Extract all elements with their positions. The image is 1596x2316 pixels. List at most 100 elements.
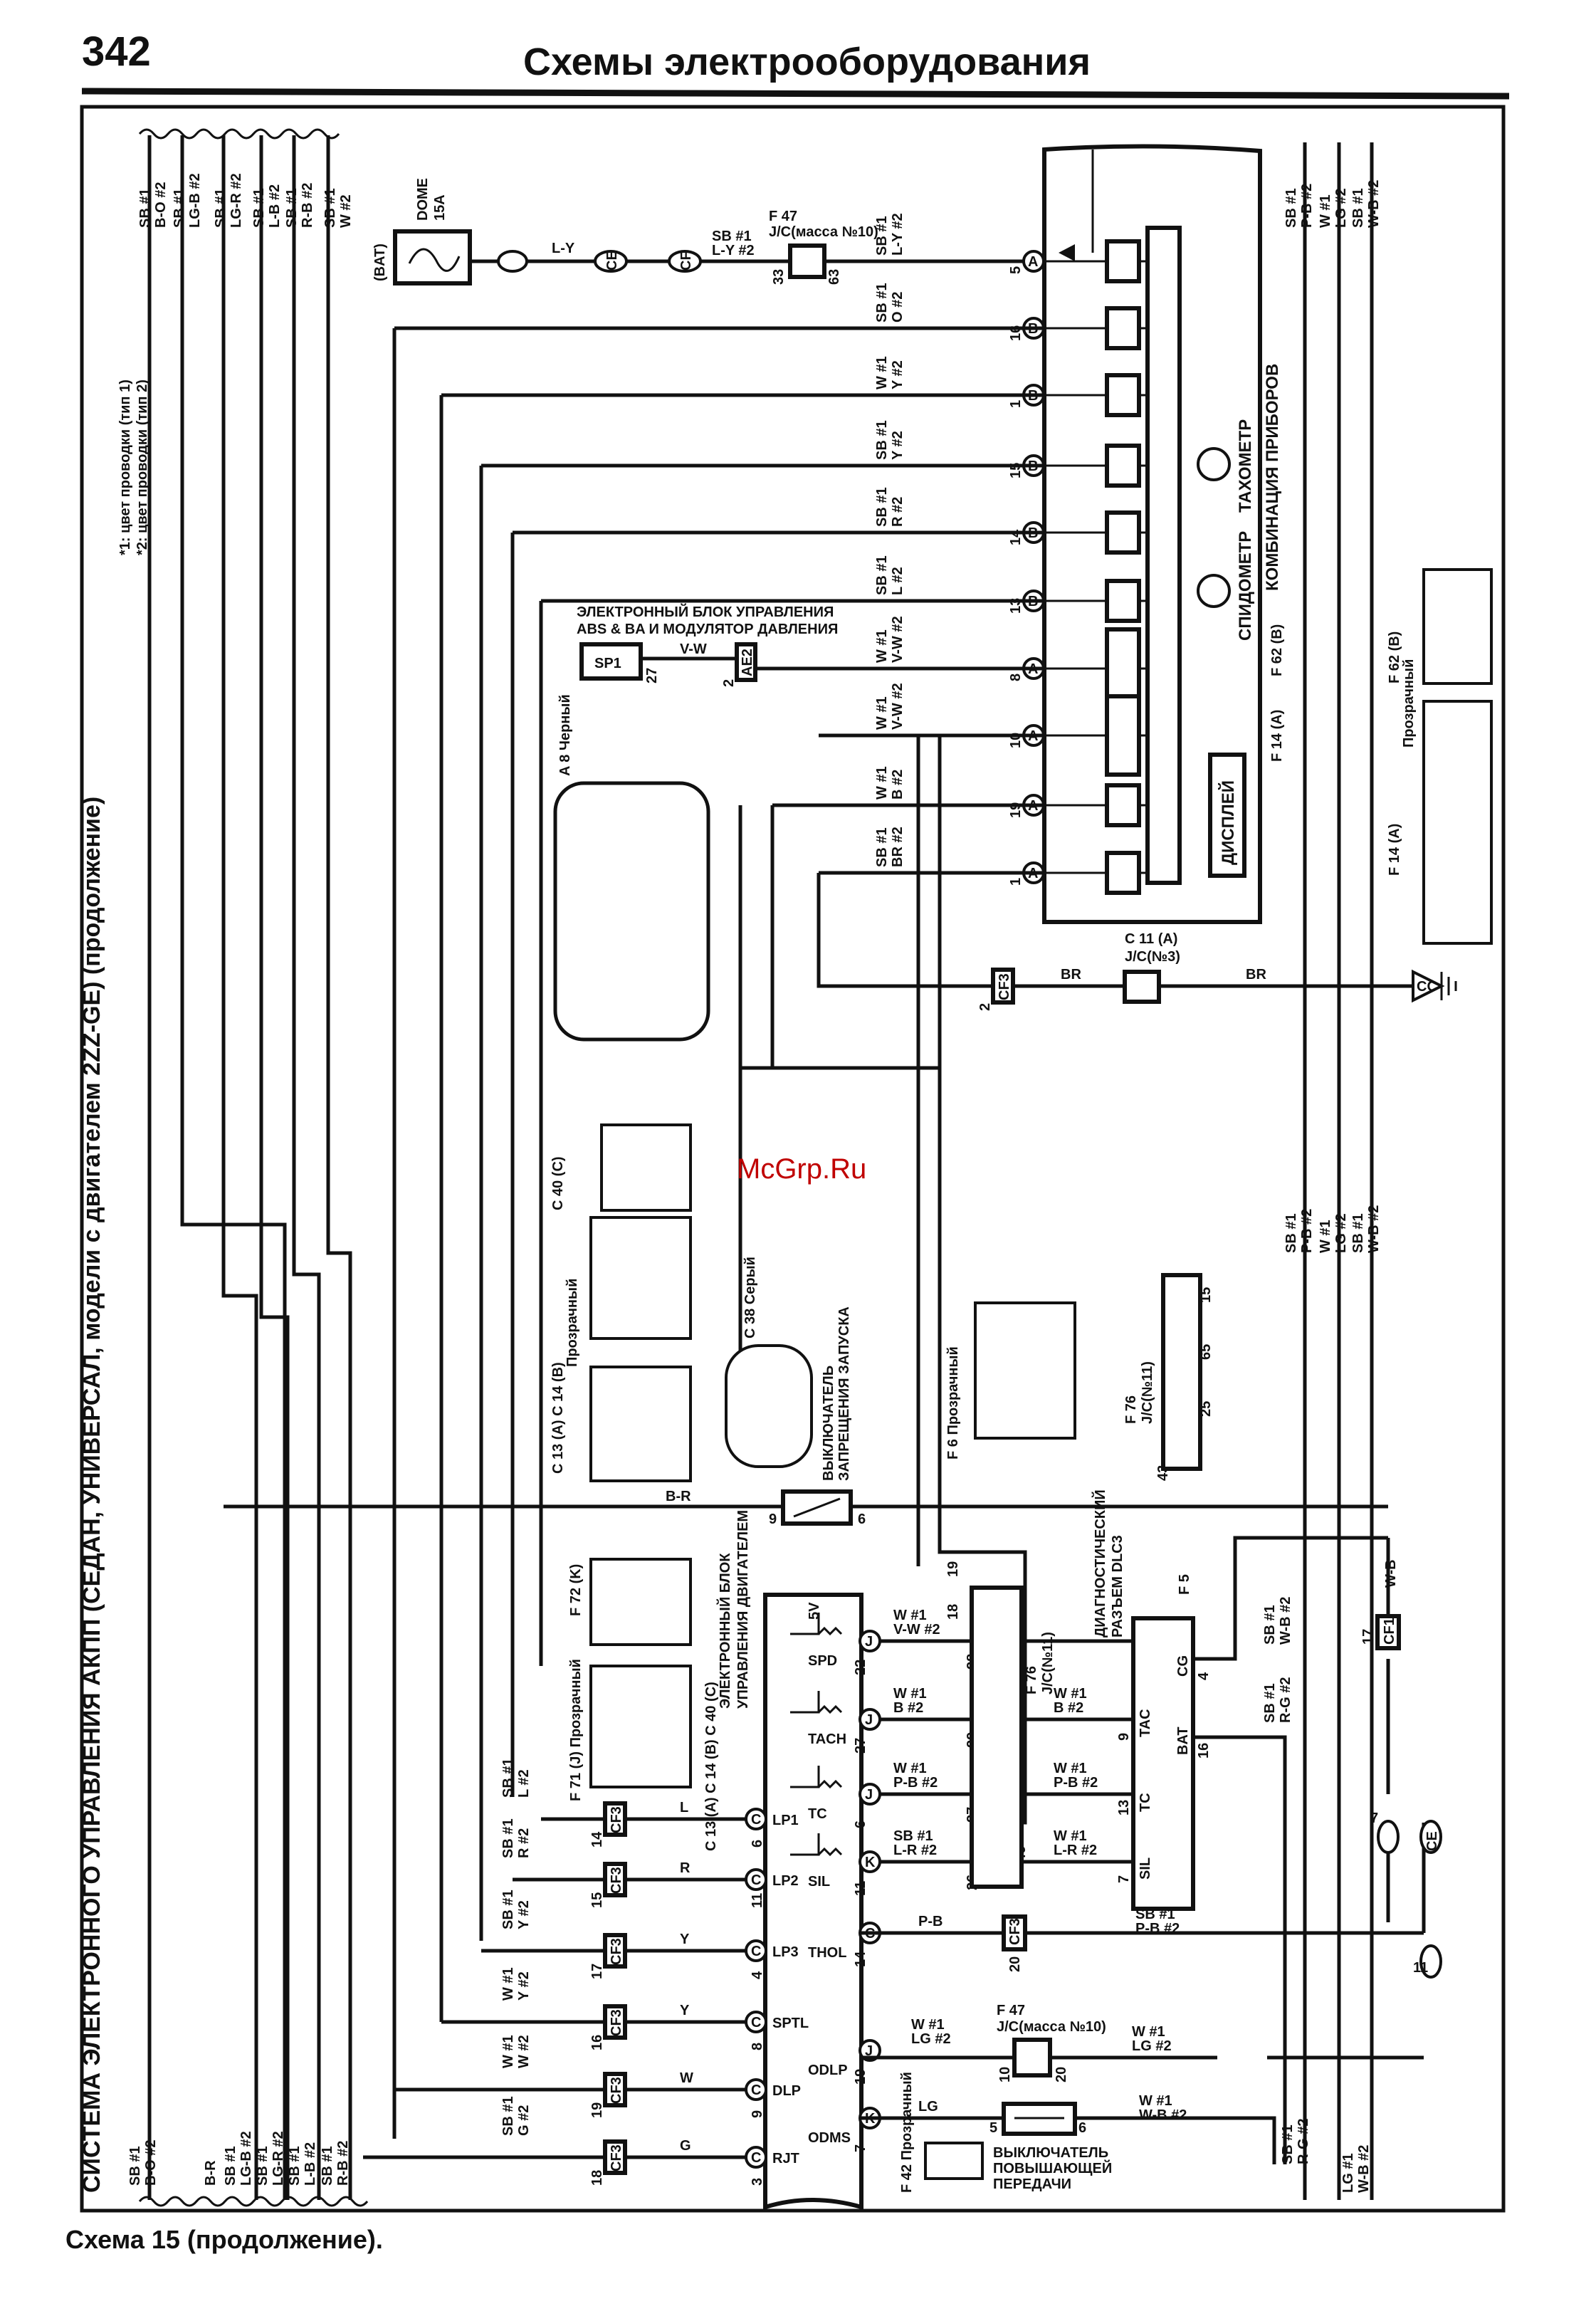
- wire-label: LG #1: [1340, 2153, 1356, 2193]
- right-bundle-labels: SB #1 P-B #2 W #1 LG #2 SB #1 W-B #2 SB …: [1280, 180, 1382, 2193]
- ecu-pin-number: 4: [750, 1971, 765, 1979]
- fuse-rating: 15A: [432, 194, 448, 221]
- left-bundle-bottom-labels: SB #1 B-O #2 B-R SB #1 LG-B #2 SB #1 LG-…: [127, 2131, 351, 2186]
- ground-label: CC: [1417, 979, 1437, 995]
- wire-label: W #1: [1054, 1686, 1087, 1702]
- ground-wire: BR: [1061, 967, 1081, 983]
- switch-pin: 9: [769, 1511, 777, 1527]
- ecu-terminal: SPTL: [772, 2016, 809, 2031]
- ecu-pin-connector: C: [751, 2015, 761, 2031]
- left-wire-bundle: [138, 128, 369, 2207]
- ecu-title-1: ЭЛЕКТРОННЫЙ БЛОК: [716, 1553, 733, 1709]
- cluster-conn: F 14 (A): [1269, 710, 1285, 762]
- jc-label: F 47: [769, 209, 797, 224]
- wire-label: B-O #2: [143, 2140, 159, 2186]
- wire-label: SB #1: [500, 1758, 516, 1798]
- wire-label: R-G #2: [1278, 1677, 1293, 1723]
- wire-label: W #1: [1318, 1220, 1333, 1253]
- wire-label: G #2: [516, 2105, 532, 2136]
- dlc3-title-2: РАЗЪЕМ DLC3: [1110, 1535, 1125, 1638]
- wire-label: SB #1: [874, 487, 890, 527]
- connector-label: C 38 Серый: [742, 1257, 758, 1338]
- wire-label: SB #1: [287, 2146, 303, 2186]
- wire-label: LG-R #2: [271, 2131, 286, 2186]
- wire-label: SB #1: [172, 188, 187, 228]
- wire-label: SB #1: [137, 188, 153, 228]
- ecu-pin-number: 7: [853, 2144, 868, 2152]
- cf-label: CF3: [609, 1806, 624, 1833]
- wire-label: SB #1: [1283, 1213, 1299, 1253]
- cluster-pin-number: 1: [1008, 400, 1024, 408]
- dlc3-pin-number: 7: [1116, 1875, 1132, 1883]
- abs-pin: 27: [644, 668, 660, 683]
- cf3-connector: [603, 2072, 627, 2107]
- wire-label: W #1: [1139, 2093, 1172, 2109]
- note-1: *1: цвет проводки (тип 1): [117, 379, 133, 555]
- wire-label: V-W #2: [890, 683, 905, 730]
- jc-pin: 18: [945, 1604, 961, 1620]
- wire-label: W #1: [893, 1686, 927, 1702]
- wire-label: P-B: [918, 1914, 943, 1929]
- wire-label: SB #1: [1262, 1683, 1278, 1723]
- ecu-pin-number: 22: [853, 1660, 868, 1675]
- wire-color: G: [680, 2138, 691, 2154]
- wire-label: SB #1: [712, 229, 752, 244]
- abs-terminal: SP1: [594, 656, 621, 671]
- ecu-conn: C 13 (A) C 14 (B) C 40 (C): [703, 1682, 719, 1851]
- ground-circuit: CF3 2 BR BR C 11 (A) J/C(№3) CC: [977, 931, 1457, 1011]
- connector-label: A 8 Черный: [557, 694, 573, 776]
- ecu-terminal: ODLP: [808, 2063, 848, 2078]
- connector-label: F 72 (K): [568, 1564, 584, 1616]
- cf-label: CF3: [609, 2009, 624, 2036]
- cf3-connector: [603, 1862, 627, 1897]
- cluster-pin-number: 1: [1008, 878, 1024, 886]
- wire-label: B-R: [203, 2160, 219, 2186]
- display-label: ДИСПЛЕЙ: [1218, 780, 1238, 865]
- connector-label: F 71 (J) Прозрачный: [568, 1659, 584, 1801]
- ecu-pin-number: 3: [750, 2178, 765, 2186]
- cf-pin: 19: [589, 2102, 605, 2118]
- wire-color: L-Y: [552, 241, 575, 256]
- jc-pin: 20: [1054, 2067, 1069, 2082]
- cluster-pin-connector: A: [1028, 254, 1038, 270]
- wire-label: W-B #2: [1278, 1597, 1293, 1645]
- dlc3-pin-number: 9: [1116, 1733, 1132, 1741]
- wire-label: SB #1: [874, 827, 890, 867]
- ecu-terminal: TC: [808, 1806, 827, 1822]
- cf-label: CF1: [1382, 1618, 1397, 1645]
- page-title: Схемы электрооборудования: [523, 41, 1091, 83]
- dlc3-title-1: ДИАГНОСТИЧЕСКИЙ: [1091, 1489, 1108, 1638]
- ecu-pin-connector: J: [865, 2043, 873, 2059]
- ecu-terminal: SIL: [808, 1874, 830, 1890]
- jc-pin: 10: [997, 2067, 1013, 2082]
- wire-label: LG #2: [911, 2031, 951, 2047]
- switch-title-3: ПЕРЕДАЧИ: [993, 2176, 1071, 2192]
- cf-pin: 17: [589, 1964, 605, 1979]
- wire-label: R-B #2: [300, 183, 315, 228]
- engine-ecu: ЭЛЕКТРОННЫЙ БЛОК УПРАВЛЕНИЯ ДВИГАТЕЛЕМ C…: [363, 1287, 1214, 2211]
- jc-name: J/C(масса №10): [997, 2019, 1106, 2035]
- wire-label: B #2: [890, 770, 905, 800]
- ecu-pin-number: 6: [853, 1820, 868, 1828]
- ecu-pin-number: 27: [853, 1738, 868, 1754]
- wire-label: SB #1: [1280, 2124, 1296, 2164]
- wire-label: SB #1: [893, 1828, 933, 1844]
- cf-label: CF3: [609, 2077, 624, 2104]
- wire-label: W-B #2: [1366, 1205, 1382, 1253]
- ecu-pin-number: 6: [750, 1840, 765, 1848]
- wire-label: SB #1: [213, 188, 229, 228]
- figure-caption: Схема 15 (продолжение).: [65, 2225, 383, 2254]
- dome-fuse: DOME 15A (BAT): [372, 178, 472, 285]
- cf-pin: 17: [1360, 1629, 1376, 1645]
- switch-title-2: ПОВЫШАЮЩЕЙ: [993, 2159, 1112, 2176]
- ground-wire: BR: [1246, 967, 1266, 983]
- wire-label: SB #1: [127, 2146, 143, 2186]
- cf-label: CF3: [609, 1867, 624, 1894]
- wire-label: SB #1: [251, 188, 267, 228]
- wire-label: V-W #2: [893, 1622, 940, 1638]
- wire-label: W-B: [1383, 1559, 1399, 1588]
- jc-name: J/C(масса №10): [769, 224, 878, 240]
- dlc3-terminal: SIL: [1138, 1857, 1153, 1880]
- ecu-terminal: LP2: [772, 1873, 799, 1889]
